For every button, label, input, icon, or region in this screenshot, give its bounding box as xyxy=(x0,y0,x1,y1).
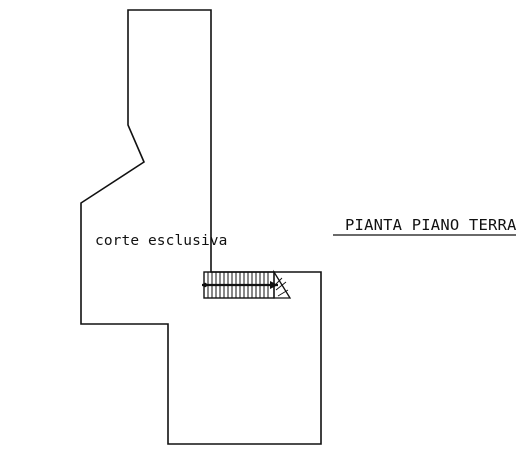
stair-landing-hatch xyxy=(275,277,289,297)
room-label-corte: corte esclusiva xyxy=(95,233,227,249)
plan-outline xyxy=(80,9,322,445)
stair-direction-arrow-icon xyxy=(202,281,278,289)
stair-icon xyxy=(202,269,292,299)
sheet-title: PIANTA PIANO TERRA xyxy=(345,216,517,234)
